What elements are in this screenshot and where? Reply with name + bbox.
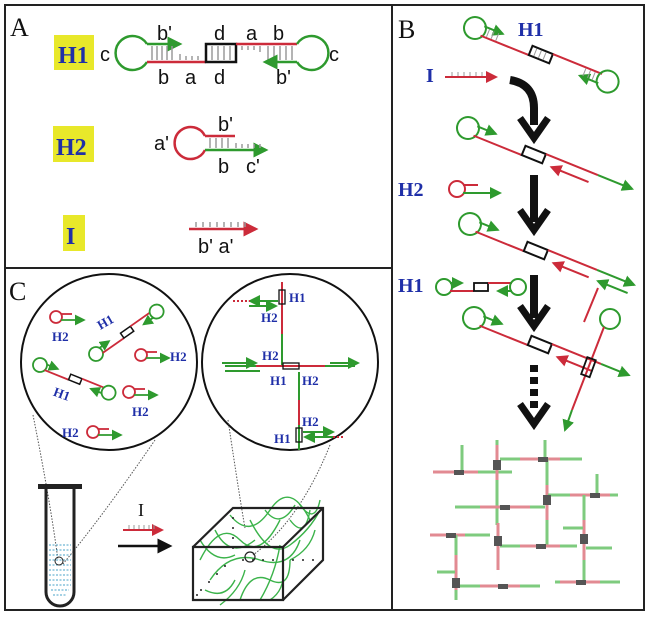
h1-bottom-label-a: a — [185, 67, 197, 89]
initiator-structure: b' a' — [189, 221, 259, 258]
c-arrow-label: I — [138, 500, 144, 520]
b-step4-branch — [562, 308, 621, 432]
h1-base-pairs-left — [151, 46, 199, 60]
c-free-h1 — [88, 303, 165, 362]
b-h1-hairpin — [463, 16, 620, 94]
h1-loop-right — [295, 34, 330, 72]
h1-bottom-label-d: d — [214, 67, 225, 89]
h1-structure: c c b' d a b b a d b' — [100, 23, 339, 89]
h1-bottom-label-b: b — [158, 67, 169, 89]
b-h1-hairpin-mid — [435, 277, 527, 297]
h1-top-label-b: b — [273, 23, 284, 45]
c-right-magnified-circle — [201, 273, 379, 451]
c-free-h2 — [122, 385, 159, 401]
c-hydrogel-fibers — [199, 496, 321, 606]
c-left-label-6: H2 — [62, 425, 79, 440]
h2-bottom-label-c-prime: c' — [246, 156, 260, 178]
c-right-label-3: H2 — [262, 348, 279, 363]
c-right-label-7: H1 — [274, 431, 291, 446]
h1-loop-right-label: c — [329, 44, 339, 66]
h2-bottom-label-b: b — [218, 156, 229, 178]
c-free-h2 — [134, 348, 171, 364]
h1-top-label-b-prime: b' — [157, 23, 172, 45]
b-initiator-label: I — [426, 65, 434, 87]
h2-loop — [173, 125, 207, 161]
b-h2-label: H2 — [398, 179, 424, 201]
b-merge-arrow — [509, 76, 538, 125]
b-step3-complex — [458, 212, 636, 294]
h1-highlight — [54, 35, 94, 70]
c-hydrogel-cube — [191, 496, 325, 606]
h1-top-label-d: d — [214, 23, 225, 45]
c-left-label-2: H1 — [94, 311, 116, 332]
h1-base-pairs-right — [241, 46, 293, 60]
initiator-domain-label: b' a' — [198, 236, 233, 258]
c-zoom-lines — [32, 414, 331, 566]
panel-a-letter: A — [10, 13, 29, 42]
c-right-label-1: H1 — [289, 290, 306, 305]
c-free-h2 — [86, 425, 123, 441]
c-free-h1 — [32, 357, 117, 401]
b-h1-label-mid: H1 — [398, 275, 424, 297]
b-dotted-arrow — [517, 365, 551, 431]
b-step4-complex — [462, 306, 631, 377]
panel-c: C H2 H1 H2 H1 H2 H2 H1 H2 — [9, 273, 379, 608]
panel-a: A H1 c c b' d a b — [10, 13, 339, 258]
i-label: I — [66, 224, 75, 250]
panel-c-letter: C — [9, 277, 26, 306]
c-left-label-5: H2 — [132, 404, 149, 419]
h2-highlight — [53, 126, 94, 162]
b-hydrogel-network — [430, 440, 620, 600]
panel-b: B H1 I H2 — [398, 15, 636, 600]
h1-loop-left-label: c — [100, 44, 110, 66]
c-right-label-5: H2 — [302, 373, 319, 388]
b-step3-tail — [583, 287, 599, 323]
c-left-label-1: H2 — [52, 329, 69, 344]
c-right-circle-contents: H1 H2 H2 H1 H2 H2 H1 — [222, 282, 360, 450]
b-h1-label-top: H1 — [518, 19, 544, 41]
b-h2-hairpin — [448, 180, 502, 199]
outer-border — [4, 4, 645, 611]
h1-bottom-label-b-prime: b' — [276, 67, 291, 89]
h1-domain-d — [204, 42, 238, 64]
h2-top-label-b-prime: b' — [218, 114, 233, 136]
h2-structure: a' b' b c' — [154, 114, 269, 178]
c-free-h2 — [49, 310, 86, 326]
h2-loop-label: a' — [154, 133, 169, 155]
b-arrow-head-1 — [517, 115, 551, 145]
panel-b-letter: B — [398, 15, 415, 44]
c-left-label-3: H2 — [170, 349, 187, 364]
c-right-label-6: H2 — [302, 414, 319, 429]
b-arrow-head-3 — [517, 303, 551, 333]
h1-top-label-a: a — [246, 23, 258, 45]
b-step2-complex — [456, 116, 634, 191]
c-test-tube — [38, 484, 82, 608]
c-right-label-2: H2 — [261, 310, 278, 325]
c-right-label-4: H1 — [270, 373, 287, 388]
h2-label: H2 — [56, 135, 87, 161]
b-arrow-head-2 — [517, 207, 551, 237]
h1-loop-left — [114, 34, 149, 72]
c-left-circle-contents: H2 H1 H2 H1 H2 H2 — [32, 303, 187, 441]
c-left-label-4: H1 — [51, 384, 72, 404]
h1-label: H1 — [58, 43, 89, 69]
i-highlight — [63, 215, 85, 251]
